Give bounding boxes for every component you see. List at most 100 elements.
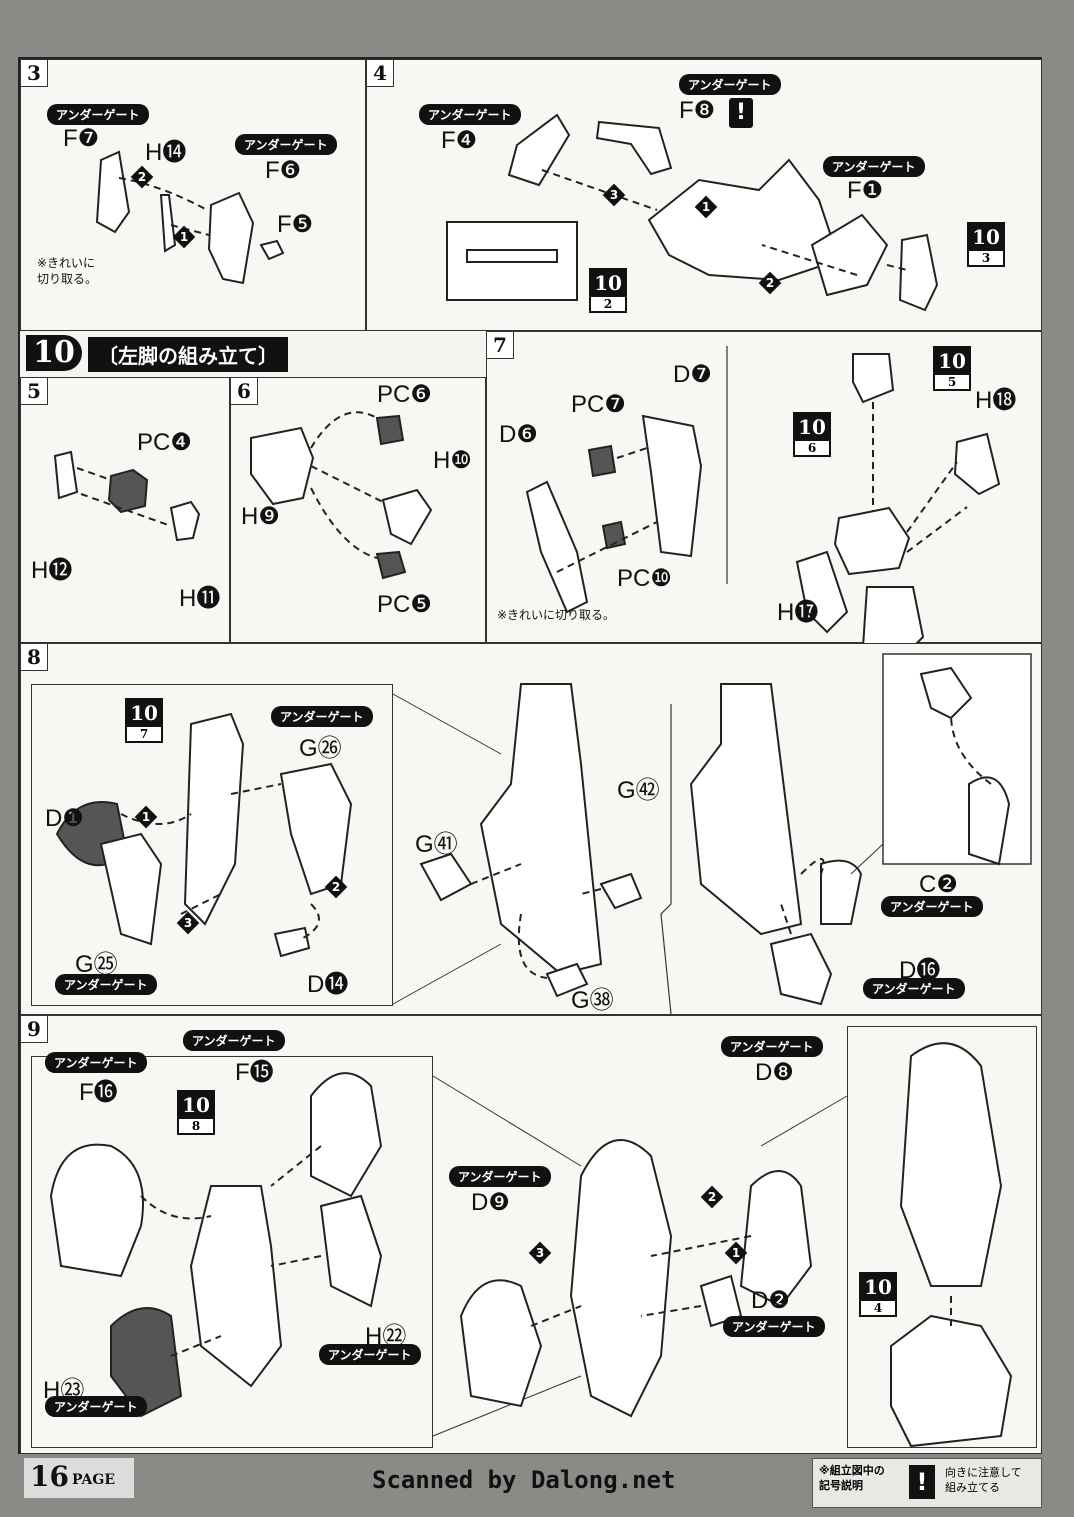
part-label: PC❻ (377, 381, 432, 408)
part-label: H⓫ (179, 585, 221, 612)
legend-text: 向きに注意して 組み立てる (945, 1466, 1022, 1495)
page-number-digits: 16 (30, 1460, 69, 1493)
part-label: PC❿ (617, 565, 672, 592)
part-label: H⓮ (145, 139, 187, 166)
part-label: F❺ (277, 211, 314, 238)
step-3-panel: 3 アンダーゲート F❼ H⓮ アンダーゲート F❻ F❺ 2 1 ※きれいに … (20, 59, 366, 331)
under-gate-label: アンダーゲート (183, 1030, 285, 1051)
part-label: PC❹ (137, 429, 192, 456)
step-number: 3 (21, 60, 48, 87)
part-label: D❷ (751, 1287, 790, 1314)
part-label: F❹ (441, 127, 478, 154)
step-8-panel: 8 (20, 643, 1042, 1015)
part-label: H⓲ (975, 387, 1017, 414)
page-suffix: PAGE (72, 1472, 115, 1488)
legend-title: ※組立図中の 記号説明 (819, 1464, 885, 1493)
order-marker: 3 (176, 911, 200, 935)
under-gate-label: アンダーゲート (881, 896, 983, 917)
step-8-diagram (55, 653, 1032, 1015)
caution-icon: ! (729, 98, 753, 128)
step-6-panel: 6 PC❻ H❿ H❾ PC❺ (230, 377, 486, 643)
under-gate-label: アンダーゲート (271, 706, 373, 727)
under-gate-label: アンダーゲート (449, 1166, 551, 1187)
step-4-diagram (446, 113, 939, 312)
step-9-result-inset (847, 1026, 1037, 1448)
step-5-panel: 5 PC❹ H⓬ H⓫ (20, 377, 230, 643)
under-gate-label: アンダーゲート (235, 134, 337, 155)
page-number: 16 PAGE (24, 1458, 134, 1498)
instruction-sheet: 3 アンダーゲート F❼ H⓮ アンダーゲート F❻ F❺ 2 1 ※きれいに … (18, 57, 1042, 1454)
order-marker: 1 (724, 1241, 748, 1265)
step-6-diagram (250, 411, 433, 580)
part-label: F❼ (63, 125, 100, 152)
under-gate-label: アンダーゲート (419, 104, 521, 125)
part-label: G㊳ (571, 987, 614, 1014)
caution-icon: ! (909, 1465, 935, 1499)
under-gate-label: アンダーゲート (679, 74, 781, 95)
part-label: F⓰ (79, 1079, 118, 1106)
part-label: D❼ (673, 361, 712, 388)
part-label: C❷ (919, 871, 958, 898)
step-number: 9 (21, 1016, 48, 1043)
part-label: H⓱ (777, 599, 819, 626)
part-label: F❶ (847, 177, 884, 204)
under-gate-label: アンダーゲート (721, 1036, 823, 1057)
step-9-inset (31, 1056, 433, 1448)
part-label: D❻ (499, 421, 538, 448)
cut-note: ※きれいに切り取る。 (497, 608, 616, 622)
order-marker: 2 (758, 271, 782, 295)
part-label: H⓬ (31, 557, 73, 584)
under-gate-label: アンダーゲート (319, 1344, 421, 1365)
step-3-diagram (95, 150, 285, 285)
step-number: 8 (21, 644, 48, 671)
step-8-inset (31, 684, 393, 1006)
step-9-diagram (49, 1042, 1013, 1448)
step-number: 4 (367, 60, 394, 87)
part-label: F❻ (265, 157, 302, 184)
part-label: G㉕ (75, 951, 118, 978)
symbol-legend: ※組立図中の 記号説明 ! 向きに注意して 組み立てる (812, 1458, 1042, 1508)
section-header: 10 〔左脚の組み立て〕 (20, 331, 486, 377)
part-label: G㊷ (617, 777, 660, 804)
part-label: D⓮ (307, 971, 349, 998)
scanner-credit: Scanned by Dalong.net (372, 1466, 676, 1494)
under-gate-label: アンダーゲート (47, 104, 149, 125)
order-marker: 1 (172, 225, 196, 249)
part-label: H❾ (241, 503, 280, 530)
order-marker: 2 (324, 875, 348, 899)
part-label: G㉖ (299, 735, 342, 762)
part-label: PC❺ (377, 591, 432, 618)
section-number: 10 (26, 335, 82, 371)
part-label: F⓯ (235, 1059, 274, 1086)
under-gate-label: アンダーゲート (45, 1396, 147, 1417)
part-label: G㊶ (415, 831, 458, 858)
order-marker: 3 (528, 1241, 552, 1265)
under-gate-label: アンダーゲート (863, 978, 965, 999)
under-gate-label: アンダーゲート (45, 1052, 147, 1073)
step-number: 6 (231, 378, 258, 405)
part-label: F❽ (679, 97, 716, 124)
cut-note: ※きれいに 切り取る。 (37, 256, 98, 286)
section-title: 〔左脚の組み立て〕 (88, 337, 288, 372)
order-marker: 1 (694, 195, 718, 219)
part-label: H❿ (433, 447, 472, 474)
step-4-panel: 4 アンダーゲート F❹ アンダーゲート F❽ ! アンダーゲート F❶ 3 1… (366, 59, 1042, 331)
part-label: D❽ (755, 1059, 794, 1086)
step-number: 7 (487, 332, 514, 359)
part-label: D❾ (471, 1189, 510, 1216)
order-marker: 2 (700, 1185, 724, 1209)
part-label: PC❼ (571, 391, 626, 418)
step-9-panel: 9 アンダーゲート F⓯ ア (20, 1015, 1042, 1454)
under-gate-label: アンダーゲート (723, 1316, 825, 1337)
order-marker: 2 (130, 165, 154, 189)
order-marker: 3 (602, 183, 626, 207)
under-gate-label: アンダーゲート (55, 974, 157, 995)
